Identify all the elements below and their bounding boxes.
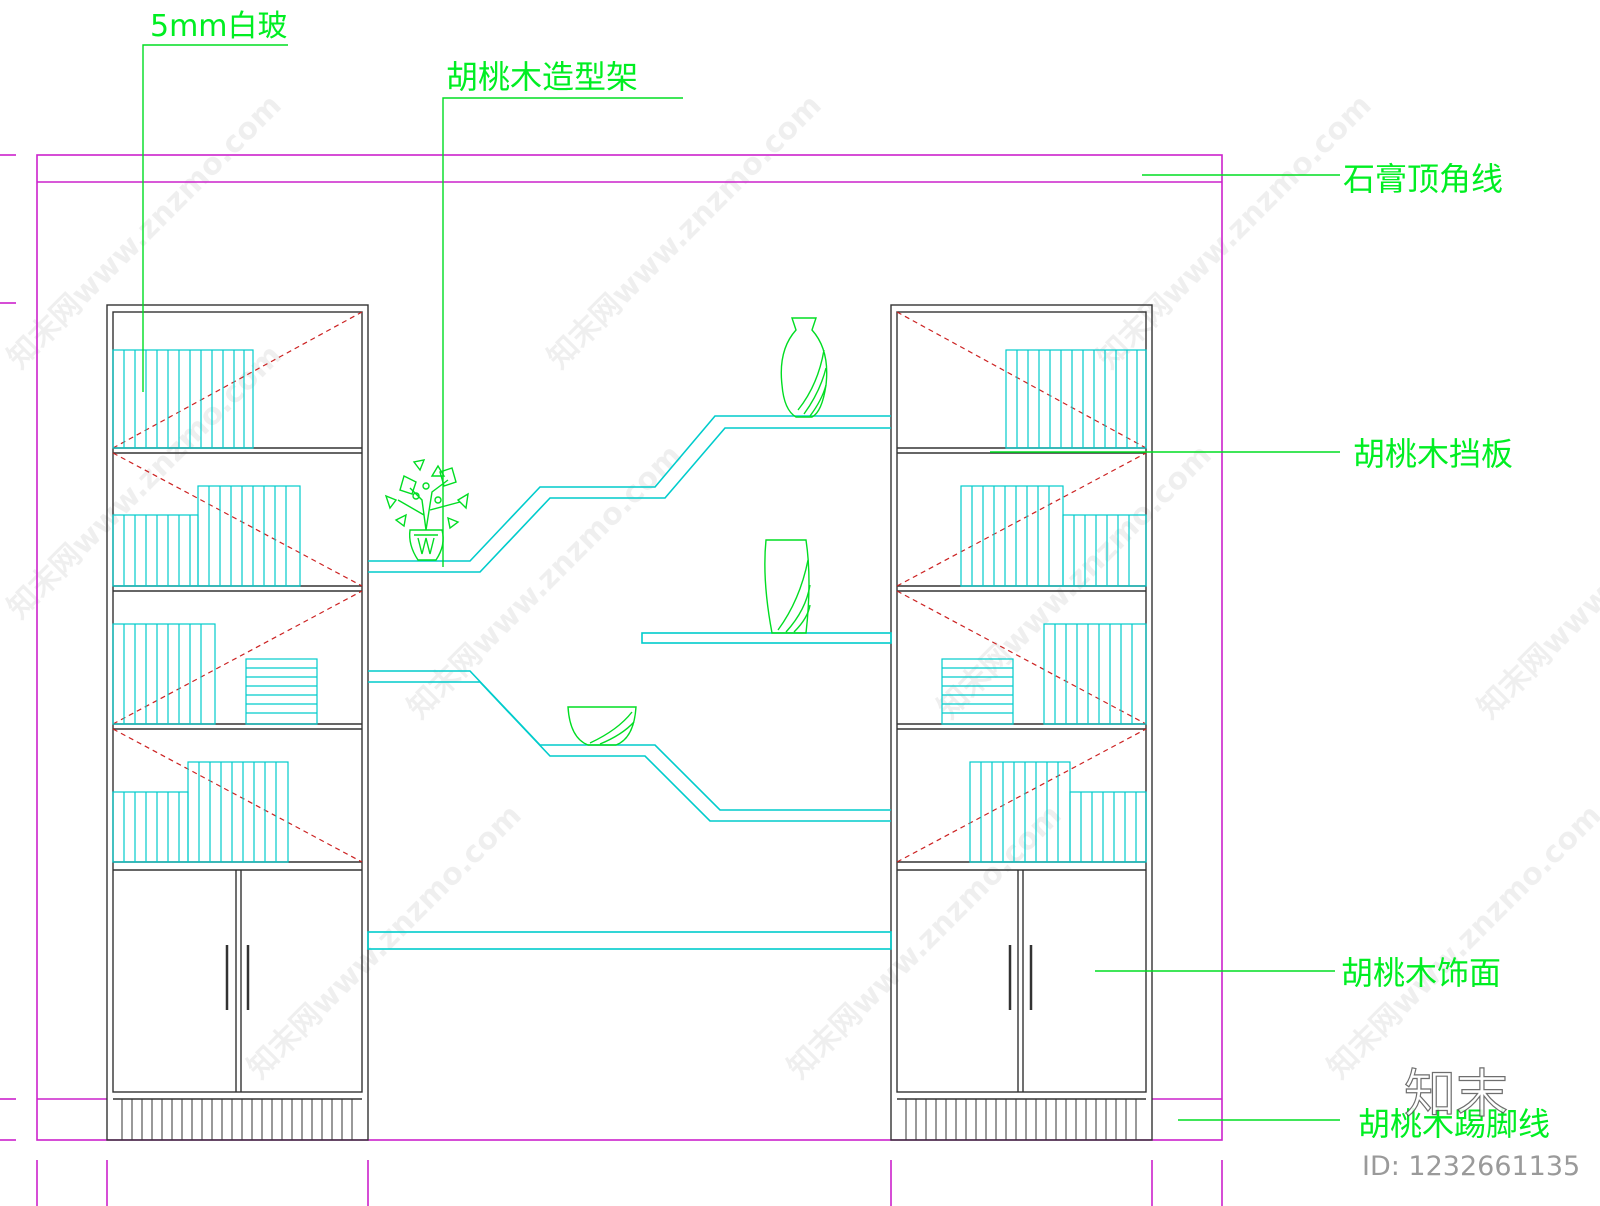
- left-glass-diagonals: [112, 311, 363, 863]
- label-baffle: 胡桃木挡板: [1353, 435, 1513, 473]
- bowl-icon: [567, 706, 637, 746]
- leader-lines: [142, 44, 1340, 1121]
- left-plinth-slats: [121, 1099, 353, 1140]
- watermark-text: 知末网www.znzmo.com: [541, 88, 829, 376]
- right-books: [941, 349, 1147, 863]
- decor-objects: [384, 317, 828, 746]
- left-cabinet-inner: [112, 311, 363, 1093]
- watermark-text: 知末网www.znzmo.com: [241, 798, 529, 1086]
- watermark-text: 知末网www.znzmo.com: [1471, 438, 1600, 726]
- right-cabinet: [890, 304, 1153, 1141]
- watermark-text: 知末网www.znzmo.com: [1321, 798, 1600, 1086]
- shelf-base: [367, 931, 892, 950]
- label-shelf-frame: 胡桃木造型架: [446, 58, 638, 96]
- shelf-lower-bottom: [368, 681, 891, 822]
- label-skirting: 胡桃木踢脚线: [1358, 1105, 1550, 1143]
- vase-middle-icon: [764, 539, 810, 634]
- left-cabinet: [106, 304, 369, 1141]
- shelf-upper-bottom: [368, 427, 891, 573]
- label-crown: 石膏顶角线: [1343, 160, 1503, 198]
- wall-outline: [36, 154, 1223, 1141]
- right-plinth-slats: [905, 1099, 1137, 1140]
- dimension-ticks-left: [0, 154, 16, 1141]
- shelf-upper-top: [368, 415, 891, 562]
- left-cabinet-frame: [106, 304, 369, 1141]
- right-cabinet-frame: [890, 304, 1153, 1141]
- watermark-text: 知末网www.znzmo.com: [1, 88, 289, 376]
- wall-frame: [36, 154, 1223, 1141]
- leader-glass: [142, 44, 288, 392]
- label-glass: 5mm白玻: [150, 9, 288, 44]
- brand-logo: 知末: [1404, 1065, 1508, 1125]
- image-id: ID: 1232661135: [1362, 1151, 1580, 1182]
- potted-plant-icon: [384, 459, 469, 561]
- left-books: [112, 349, 318, 863]
- right-glass-diagonals: [896, 311, 1147, 863]
- label-veneer: 胡桃木饰面: [1341, 954, 1501, 992]
- leader-shelf-frame: [442, 97, 683, 567]
- watermark-text: 知末网www.znzmo.com: [1, 338, 289, 626]
- dimension-ticks-bottom: [36, 1160, 1223, 1206]
- watermark-text: 知末网www.znzmo.com: [1091, 88, 1379, 376]
- watermark-text: 知末网www.znzmo.com: [931, 438, 1219, 726]
- shelf-middle: [641, 632, 892, 644]
- vase-top-icon: [780, 317, 828, 418]
